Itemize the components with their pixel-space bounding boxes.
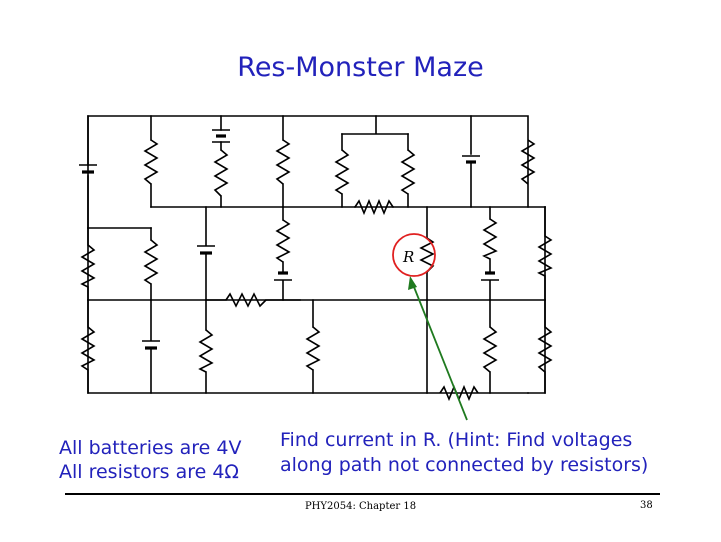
resistor — [537, 235, 553, 277]
resistor-r-label: R — [402, 248, 414, 266]
resistors-note: All resistors are 4Ω — [59, 461, 239, 483]
resistor — [482, 326, 498, 373]
resistor — [334, 149, 350, 195]
resistor — [213, 149, 229, 197]
problem-line-1: Find current in R. (Hint: Find voltages — [280, 429, 633, 451]
resistor — [143, 239, 159, 285]
page-number: 38 — [640, 500, 653, 511]
resistor — [225, 292, 267, 308]
wire — [87, 115, 529, 394]
resistor — [275, 219, 291, 263]
slide-title: Res-Monster Maze — [237, 52, 484, 83]
resistor — [419, 237, 435, 273]
resistor — [198, 329, 214, 373]
wire — [87, 206, 546, 301]
problem-line-2: along path not connected by resistors) — [280, 454, 649, 476]
resistor — [80, 326, 96, 371]
resistor — [305, 326, 321, 371]
resistor — [520, 139, 536, 185]
resistor — [537, 326, 553, 373]
batteries-note: All batteries are 4V — [59, 437, 242, 459]
resistor — [80, 244, 96, 288]
resistor — [482, 218, 498, 260]
resistor — [400, 149, 416, 195]
pointer-arrowhead — [408, 276, 417, 290]
resistor — [275, 139, 291, 185]
r-highlight-circle — [392, 233, 436, 277]
footer-course: PHY2054: Chapter 18 — [304, 501, 417, 512]
footer-divider — [65, 493, 660, 495]
given-values: All batteries are 4V All resistors are 4… — [59, 436, 241, 484]
resistor — [354, 198, 394, 216]
resistor — [143, 139, 159, 185]
wire — [341, 115, 409, 135]
pointer-arrow — [411, 281, 468, 421]
problem-statement: Find current in R. (Hint: Find voltages … — [280, 428, 648, 478]
